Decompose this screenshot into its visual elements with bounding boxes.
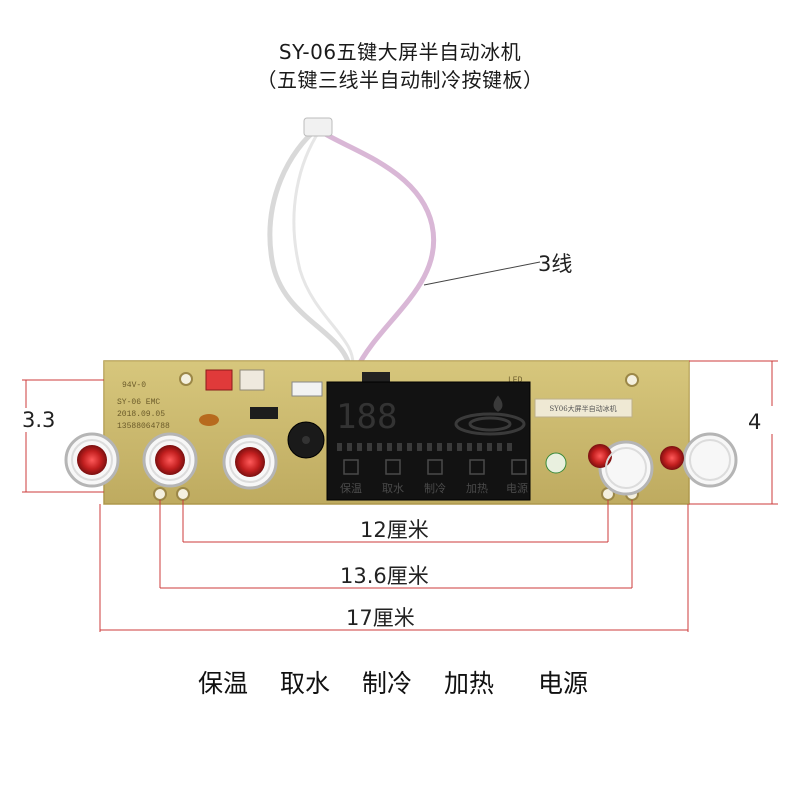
board-sticker bbox=[534, 398, 633, 418]
capacitor bbox=[199, 414, 219, 426]
width-17-label: 17厘米 bbox=[346, 606, 415, 630]
wire-connector bbox=[303, 117, 333, 137]
width-12-label: 12厘米 bbox=[360, 518, 429, 542]
lcd-label-0: 保温 bbox=[340, 481, 362, 495]
silk-led: LED bbox=[508, 376, 523, 385]
white-connector bbox=[239, 369, 265, 391]
legend-heating: 加热 bbox=[444, 669, 495, 698]
lcd-function-icons bbox=[343, 459, 527, 475]
lcd-label-1: 取水 bbox=[382, 482, 404, 495]
lcd-button-labels: 保温 取水 制冷 加热 电源 bbox=[340, 481, 528, 495]
width-13-6-label: 13.6厘米 bbox=[340, 564, 429, 588]
legend-dispense-water: 取水 bbox=[280, 669, 331, 698]
lcd-label-4: 电源 bbox=[506, 481, 528, 495]
button-heating bbox=[588, 440, 654, 496]
silk-line-1: 94V-0 bbox=[122, 381, 146, 390]
silk-line-4: 13588064788 bbox=[117, 422, 170, 431]
lcd-digits: 188 bbox=[336, 397, 397, 437]
button-cooling bbox=[222, 434, 278, 490]
wire-count-label: 3线 bbox=[538, 252, 573, 276]
red-connector bbox=[205, 369, 233, 391]
title-line-1: SY-06五键大屏半自动冰机 bbox=[278, 40, 522, 64]
water-drop-icon bbox=[454, 395, 526, 436]
button-keep-warm bbox=[64, 432, 120, 488]
board-sticker-text: SY06大屏半自动冰机 bbox=[549, 404, 616, 413]
title-line-2: （五键三线半自动制冷按键板） bbox=[256, 68, 544, 92]
legend-cooling: 制冷 bbox=[362, 669, 413, 698]
button-power bbox=[660, 432, 738, 488]
lcd-label-2: 制冷 bbox=[424, 482, 446, 495]
eco-sticker bbox=[545, 452, 567, 474]
silk-line-2: SY-06 EMC bbox=[117, 398, 160, 407]
lcd-label-3: 加热 bbox=[466, 482, 488, 495]
silk-line-3: 2018.09.05 bbox=[117, 410, 165, 419]
wire-leader-line bbox=[423, 261, 541, 286]
wire-cable bbox=[267, 126, 437, 372]
pcb-silkscreen: 94V-0 SY-06 EMC 2018.09.05 13588064788 L… bbox=[117, 376, 523, 431]
height-right-label: 4 bbox=[748, 410, 762, 434]
wire-socket bbox=[291, 381, 323, 397]
legend-power: 电源 bbox=[538, 669, 589, 698]
button-dispense-water bbox=[142, 432, 198, 488]
height-left-label: 3.3 bbox=[22, 408, 56, 432]
push-buttons bbox=[64, 432, 738, 496]
dimension-lines bbox=[22, 360, 778, 632]
pin-header bbox=[362, 372, 390, 384]
ic-chip bbox=[250, 407, 278, 419]
lcd-indicator-dots bbox=[337, 443, 512, 451]
legend-keep-warm: 保温 bbox=[198, 669, 249, 698]
